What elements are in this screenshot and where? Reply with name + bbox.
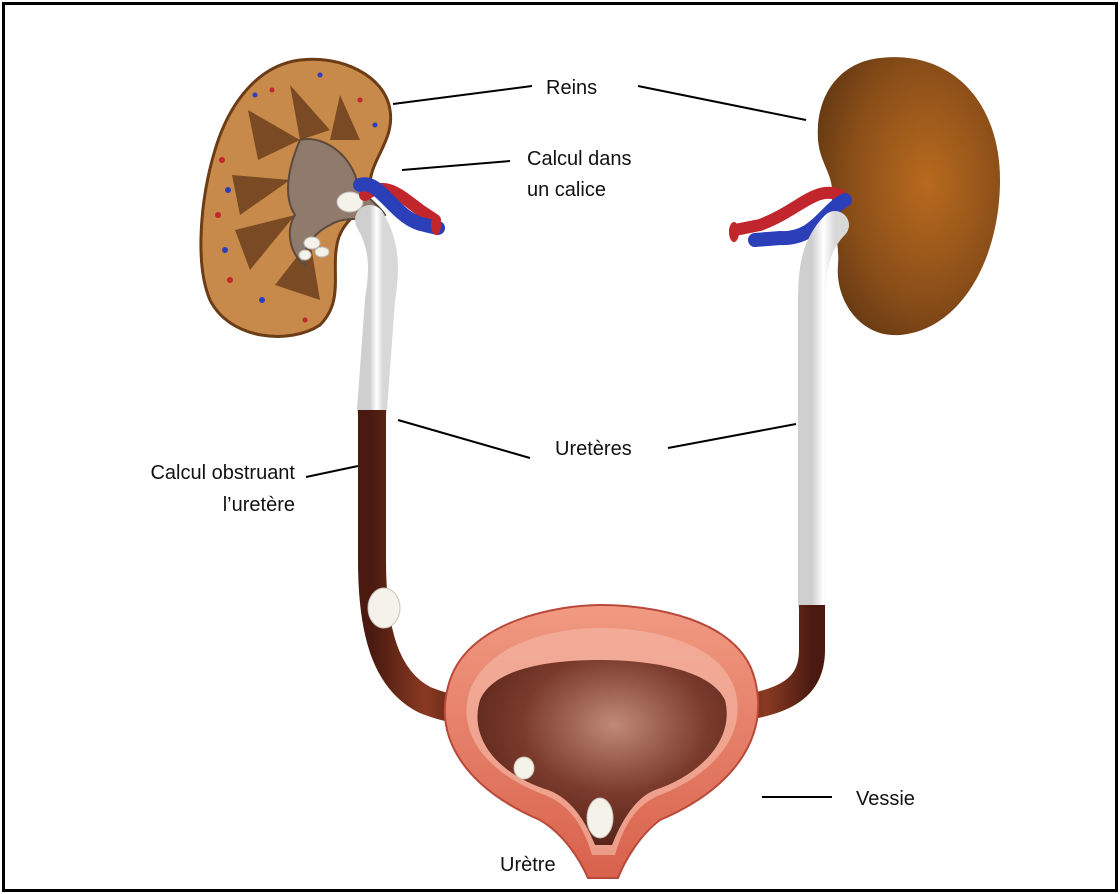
leader-reins-right bbox=[638, 86, 806, 120]
label-reins: Reins bbox=[546, 75, 597, 101]
leader-ureteres-left bbox=[398, 420, 530, 458]
left-ureter bbox=[368, 220, 480, 710]
label-uretre: Urètre bbox=[500, 852, 556, 878]
right-ureter bbox=[720, 225, 835, 710]
leader-ureteres-right bbox=[668, 424, 796, 448]
label-ureteres: Uretères bbox=[555, 436, 632, 462]
label-vessie: Vessie bbox=[856, 786, 915, 812]
label-calcul-calice-line2: un calice bbox=[527, 177, 606, 203]
label-calcul-obstruant-line1: Calcul obstruant bbox=[100, 460, 295, 486]
leader-calcul-calice bbox=[402, 161, 510, 170]
leader-calcul-obstruant bbox=[306, 466, 358, 477]
label-calcul-calice-line1: Calcul dans bbox=[527, 146, 632, 172]
bladder bbox=[445, 605, 758, 878]
leader-reins-left bbox=[393, 86, 532, 104]
label-calcul-obstruant-line2: l’uretère bbox=[100, 492, 295, 518]
